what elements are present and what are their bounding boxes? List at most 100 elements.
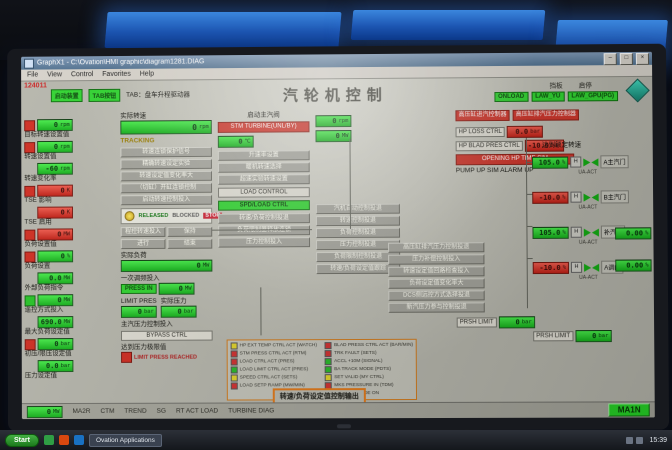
connector-line <box>526 258 533 260</box>
ramp-button[interactable]: 升速率设置 <box>217 150 310 161</box>
auto-ctrl-button[interactable]: 转速控制投退 <box>315 215 400 227</box>
display-label: 负荷设置 <box>24 262 51 270</box>
background-monitor <box>104 12 342 48</box>
comp-ctrl-button[interactable]: 负荷设定值变化率大 <box>388 278 485 289</box>
comp-ctrl-button[interactable]: 新汽压力参与控制投退 <box>388 302 485 313</box>
valve-icon[interactable] <box>584 261 599 273</box>
comp-ctrl-button[interactable]: 转速设定值回路检查投入 <box>388 266 485 277</box>
interlock-button[interactable]: 转速连锁保护信号 <box>120 146 212 158</box>
speed-prog-button[interactable]: 进行 <box>120 238 166 250</box>
menu-item[interactable]: File <box>27 71 39 79</box>
valve-name-button[interactable]: A主汽门 <box>600 155 629 169</box>
status-nav-item[interactable]: RT ACT LOAD <box>175 407 219 415</box>
status-nav-item[interactable]: CTM <box>100 407 115 415</box>
company-logo <box>625 78 650 103</box>
bypass-ctrl-button[interactable]: BYPASS CTRL <box>120 330 213 341</box>
valve-icon[interactable] <box>584 191 599 203</box>
auto-ctrl-button[interactable]: 汽机自动控制投退 <box>315 203 400 215</box>
valve-icon[interactable] <box>583 156 598 168</box>
spd-load-ctrl-button[interactable]: SPD/LOAD CTRL <box>218 200 310 211</box>
legend-color-swatch <box>325 358 333 366</box>
stm-turbine-button[interactable]: STM TURBINE(UNL/BY) <box>217 121 310 133</box>
alarm-indicator <box>24 229 36 241</box>
actual-press-label: 实际压力 <box>160 297 187 305</box>
release-lamp-cluster: RELEASED BLOCKED STOP <box>120 207 223 225</box>
mode-button[interactable]: LAW_YU <box>531 91 565 102</box>
released-label: RELEASED <box>138 212 169 220</box>
controller-header-button[interactable]: 高压缸排汽压力控制器 <box>512 109 580 121</box>
display-label: TSE 启用 <box>24 218 52 226</box>
interlock-button[interactable]: （切缸）开缸连锁控制 <box>120 182 213 194</box>
interlock-button[interactable]: 精确转速设定实验 <box>120 158 212 170</box>
status-nav-item[interactable]: TREND <box>124 407 147 415</box>
comp-ctrl-button[interactable]: 压力补偿控制投入 <box>388 254 485 265</box>
speed-prog-button[interactable]: 结束 <box>167 238 213 249</box>
ramp-button[interactable]: 超速实验转速设置 <box>217 174 310 185</box>
auto-ctrl-button[interactable]: 负荷控制投退 <box>315 227 401 239</box>
interlock-button[interactable]: 转速设定值变化率大 <box>120 170 213 182</box>
legend-text: SPEED CTRL ACT (SETS) <box>239 375 298 381</box>
press-in-button[interactable]: PRESS IN <box>120 283 157 294</box>
edge-display: 0.00% <box>615 259 652 272</box>
taskbar: Start Ovation Applications 15:39 <box>0 430 672 450</box>
h-tag: H <box>570 156 582 168</box>
display-label: 初压/限压设定值 <box>24 350 72 358</box>
tray-icon[interactable] <box>636 436 644 444</box>
menu-item[interactable]: Help <box>139 70 155 78</box>
legend-text: BLAD PRESS CTRL ACT (BAR/MIN) <box>334 342 414 349</box>
hp-blad-ctrl-button[interactable]: HP BLAD PRES CTRL <box>455 140 523 152</box>
prsh-limit-button[interactable]: PRSH LIMIT <box>533 331 574 342</box>
start-button[interactable]: Start <box>5 433 39 447</box>
comp-ctrl-button[interactable]: 高压缸排汽压力控制投退 <box>388 242 485 253</box>
quick-launch-icon[interactable] <box>43 435 54 445</box>
quick-launch-icon[interactable] <box>58 435 69 445</box>
ramp-button[interactable]: 暖机转速选择 <box>217 162 310 173</box>
valve-row: -10.0% H B主汽门 UA-ACT <box>532 190 651 212</box>
taskbar-window-button[interactable]: Ovation Applications <box>88 433 162 447</box>
minimize-button[interactable]: – <box>603 52 617 65</box>
menu-item[interactable]: View <box>47 71 63 79</box>
legend-entry: HP EXT TEMP CTRL ACT (WATCH) <box>230 342 317 350</box>
load-ctrl-button[interactable]: 转速/负荷控制投退 <box>218 213 310 224</box>
quick-launch-icon[interactable] <box>73 435 84 445</box>
mode-button[interactable]: LAW_GPU(PG) <box>567 91 619 102</box>
display-label: 外部负荷指令 <box>24 284 64 292</box>
display-label: 转速变化率 <box>24 174 57 182</box>
valve-name-button[interactable]: B主汽门 <box>600 190 629 204</box>
valve-icon[interactable] <box>584 226 599 238</box>
interlock-button[interactable]: 启动转速控制投入 <box>120 194 213 206</box>
tray-icon[interactable] <box>626 436 634 444</box>
legend-color-swatch <box>325 350 333 358</box>
maximize-button[interactable]: □ <box>619 52 633 65</box>
speed-prog-button[interactable]: 保持 <box>167 226 213 237</box>
speed-prog-button[interactable]: 程控转速投入 <box>120 226 166 238</box>
tab-button[interactable]: TAB按钮 <box>88 88 121 102</box>
close-button[interactable]: × <box>635 52 650 65</box>
prsh-limit-button[interactable]: PRSH LIMIT <box>456 317 497 328</box>
hp-loss-ctrl-button[interactable]: HP LOSS CTRL <box>455 126 505 138</box>
legend-text: ACCL +10M (SIGNAL) <box>334 358 383 365</box>
status-nav-item[interactable]: TURBINE DIAG <box>228 407 275 415</box>
comp-ctrl-button[interactable]: DCS侧远控方式选择投退 <box>388 290 485 301</box>
mode-button[interactable]: ONLOAD <box>494 91 529 103</box>
start-device-button[interactable]: 启动装置 <box>50 89 83 103</box>
controller-header-button[interactable]: 高压缸进汽控制器 <box>455 109 510 122</box>
menu-item[interactable]: Favorites <box>102 70 131 79</box>
main-page-button[interactable]: MA1N <box>608 403 650 417</box>
load-control-box[interactable]: LOAD CONTROL <box>218 187 310 198</box>
status-nav-item[interactable]: MA2R <box>72 407 91 415</box>
menu-item[interactable]: Control <box>70 71 94 79</box>
load-ctrl-button[interactable]: 压力控制投入 <box>218 237 311 248</box>
status-nav-item[interactable]: SG <box>156 407 167 415</box>
start-valve-label: 启动主汽阀 <box>247 111 280 119</box>
